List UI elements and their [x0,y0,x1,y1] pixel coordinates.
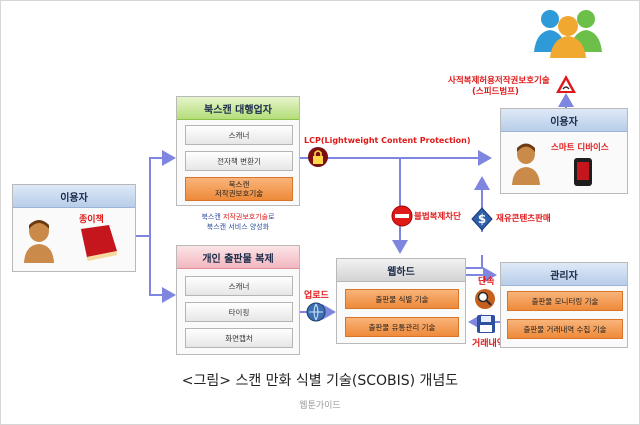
scan-agency-item: 스캐너 [185,125,293,145]
webhard-title: 웹하드 [337,259,465,282]
user-right-box: 이용자 스마트 디바이스 [500,108,628,194]
webhard-item: 출판물 유통관리 기술 [345,317,459,337]
scan-protection-item: 북스캔 저작권보호기술 [185,177,293,201]
disk-icon [477,315,495,333]
illegal-block-label: 불법복제차단 [414,212,461,222]
scan-note-a: 북스캔 [201,213,223,221]
scan-note-c: 로 [268,213,275,221]
upload-label: 업로드 [304,291,329,301]
scan-note-line2: 북스캔 서비스 양성화 [206,223,270,231]
resale-label: 재유콘텐츠판매 [496,214,551,224]
magnifier-icon [475,289,495,309]
private-copy-line2: (스피드범프) [472,87,519,97]
lcp-label: LCP(Lightweight Content Protection) [304,136,471,145]
scan-agency-box: 북스캔 대행업자 스캐너 전자책 변환기 북스캔 저작권보호기술 [176,96,300,206]
scan-protection-line1: 북스캔 [228,180,250,189]
paper-book-label: 종이책 [79,215,104,225]
lock-icon [308,147,328,167]
user-left-box: 이용자 종이책 [12,184,136,272]
webhard-item: 출판물 식별 기술 [345,289,459,309]
scan-note: 북스캔 저작권보호기술로 북스캔 서비스 양성화 [176,212,300,232]
users-group-icon [534,10,602,58]
manager-item: 출판물 모니터링 기술 [507,291,623,311]
warning-triangle-icon [556,75,576,93]
crackdown-label: 단속 [478,277,495,287]
book-icon [81,225,117,261]
smartphone-icon [574,158,592,186]
no-entry-icon [391,205,413,227]
user-right-title: 이용자 [501,109,627,132]
manager-item: 출판물 거래내역 수집 기술 [507,319,623,339]
manager-box: 관리자 출판물 모니터링 기술 출판물 거래내역 수집 기술 [500,262,628,348]
dollar-sign-icon: $ [471,207,493,231]
scan-note-b: 저작권보호기술 [223,213,269,221]
person-icon [512,143,540,185]
svg-text:$: $ [478,212,486,226]
person-icon [24,220,54,263]
figure-caption: <그림> 스캔 만화 식별 기술(SCOBIS) 개념도 [181,373,459,389]
arrow-to-scan-agency [149,150,176,236]
scan-agency-title: 북스캔 대행업자 [177,97,299,120]
manager-title: 관리자 [501,263,627,286]
scan-agency-item: 전자책 변환기 [185,151,293,171]
personal-copy-box: 개인 출판물 복제 스캐너 타이핑 화면캡처 [176,245,300,355]
personal-copy-item: 스캐너 [185,276,293,296]
upload-globe-icon [306,302,326,322]
transaction-label: 거래내역 [472,339,506,349]
personal-copy-item: 타이핑 [185,302,293,322]
private-copy-line1: 사적복제허용저작권보호기술 [448,76,550,86]
arrow-resale-stem [466,255,483,269]
scan-protection-line2: 저작권보호기술 [214,189,264,198]
personal-copy-item: 화면캡처 [185,328,293,348]
arrow-to-personal-copy [149,236,176,303]
smart-device-label: 스마트 디바이스 [551,143,609,153]
personal-copy-title: 개인 출판물 복제 [177,246,299,269]
watermark: 웹툰가이드 [299,401,341,411]
webhard-box: 웹하드 출판물 식별 기술 출판물 유통관리 기술 [336,258,466,344]
user-left-title: 이용자 [13,185,135,208]
